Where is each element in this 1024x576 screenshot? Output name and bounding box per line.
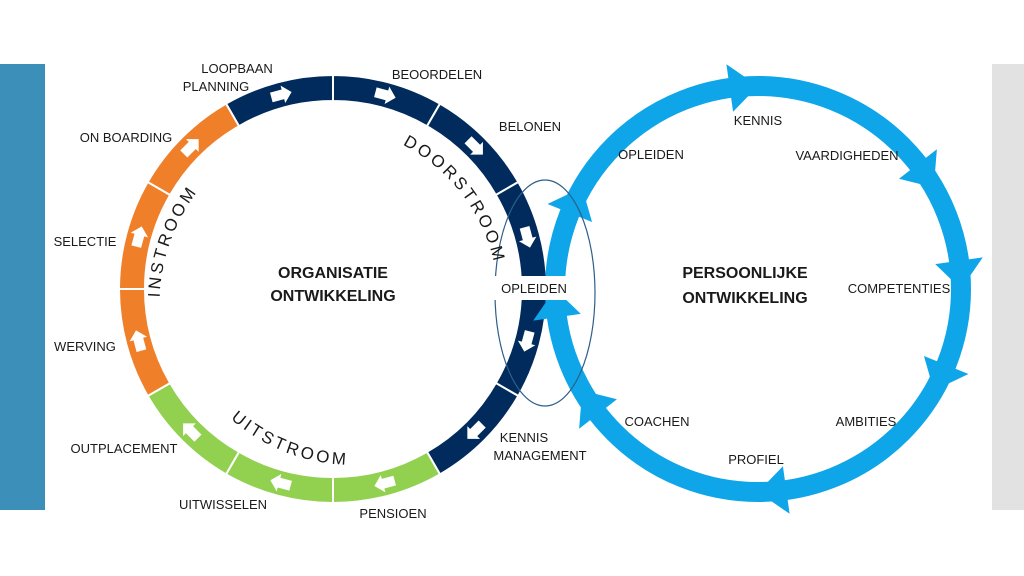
flow-arrow-icon — [518, 226, 537, 248]
overlap-label-bg — [493, 276, 575, 300]
label-p-ambities: AMBITIES — [836, 414, 897, 429]
label-selectie: SELECTIE — [54, 234, 117, 249]
label-kennis: KENNIS — [500, 430, 549, 445]
persoonlijke-title-line1: PERSOONLIJKE — [682, 265, 808, 282]
label-p-profiel: PROFIEL — [728, 452, 784, 467]
flow-arrowhead-icon — [899, 149, 937, 188]
label-management: MANAGEMENT — [493, 448, 586, 463]
label-p-coachen: COACHEN — [624, 414, 689, 429]
overlap-label-opleiden: OPLEIDEN — [501, 281, 567, 296]
right-side-bar — [992, 64, 1024, 510]
org-ring-segment — [117, 288, 172, 398]
flow-arrowhead-icon — [935, 257, 983, 289]
flow-arrow-icon — [180, 139, 199, 158]
label-p-opleiden: OPLEIDEN — [618, 147, 684, 162]
label-outplacement: OUTPLACEMENT — [71, 441, 178, 456]
label-p-kennis: KENNIS — [734, 113, 783, 128]
organisatie-title-line2: ONTWIKKELING — [270, 288, 395, 305]
flow-arrowhead-icon — [923, 356, 969, 391]
flow-arrow-icon — [517, 330, 536, 352]
label-pensioen: PENSIOEN — [359, 506, 426, 521]
label-belonen: BELONEN — [499, 119, 561, 134]
flow-arrow-icon — [374, 86, 396, 105]
label-planning: PLANNING — [183, 79, 249, 94]
flow-arrow-icon — [374, 474, 396, 493]
flow-arrowhead-icon — [533, 289, 581, 321]
label-werving: WERVING — [54, 339, 116, 354]
flow-arrow-icon — [270, 85, 292, 104]
label-p-vaardigheden: VAARDIGHEDEN — [795, 148, 898, 163]
flow-arrow-icon — [270, 473, 292, 492]
flow-arrowhead-icon — [726, 64, 758, 112]
org-ring-segment — [494, 180, 549, 290]
left-side-bar — [0, 64, 45, 510]
label-p-competenties: COMPETENTIES — [848, 281, 951, 296]
org-ring-segment — [332, 450, 442, 505]
flow-arrowhead-icon — [579, 390, 617, 429]
organisatie-title-line1: ORGANISATIE — [278, 265, 388, 282]
persoonlijke-title-line2: ONTWIKKELING — [682, 290, 807, 307]
label-onboarding: ON BOARDING — [80, 130, 172, 145]
flow-arrow-icon — [464, 136, 483, 155]
flow-arrow-icon — [467, 420, 486, 439]
flow-arrow-icon — [183, 423, 202, 442]
flow-arrow-icon — [130, 226, 149, 248]
label-beoordelen: BEOORDELEN — [392, 67, 482, 82]
label-uitwisselen: UITWISSELEN — [179, 497, 267, 512]
flow-arrowhead-icon — [758, 466, 790, 514]
flow-arrow-icon — [129, 330, 148, 352]
label-loopbaan: LOOPBAAN — [201, 61, 273, 76]
